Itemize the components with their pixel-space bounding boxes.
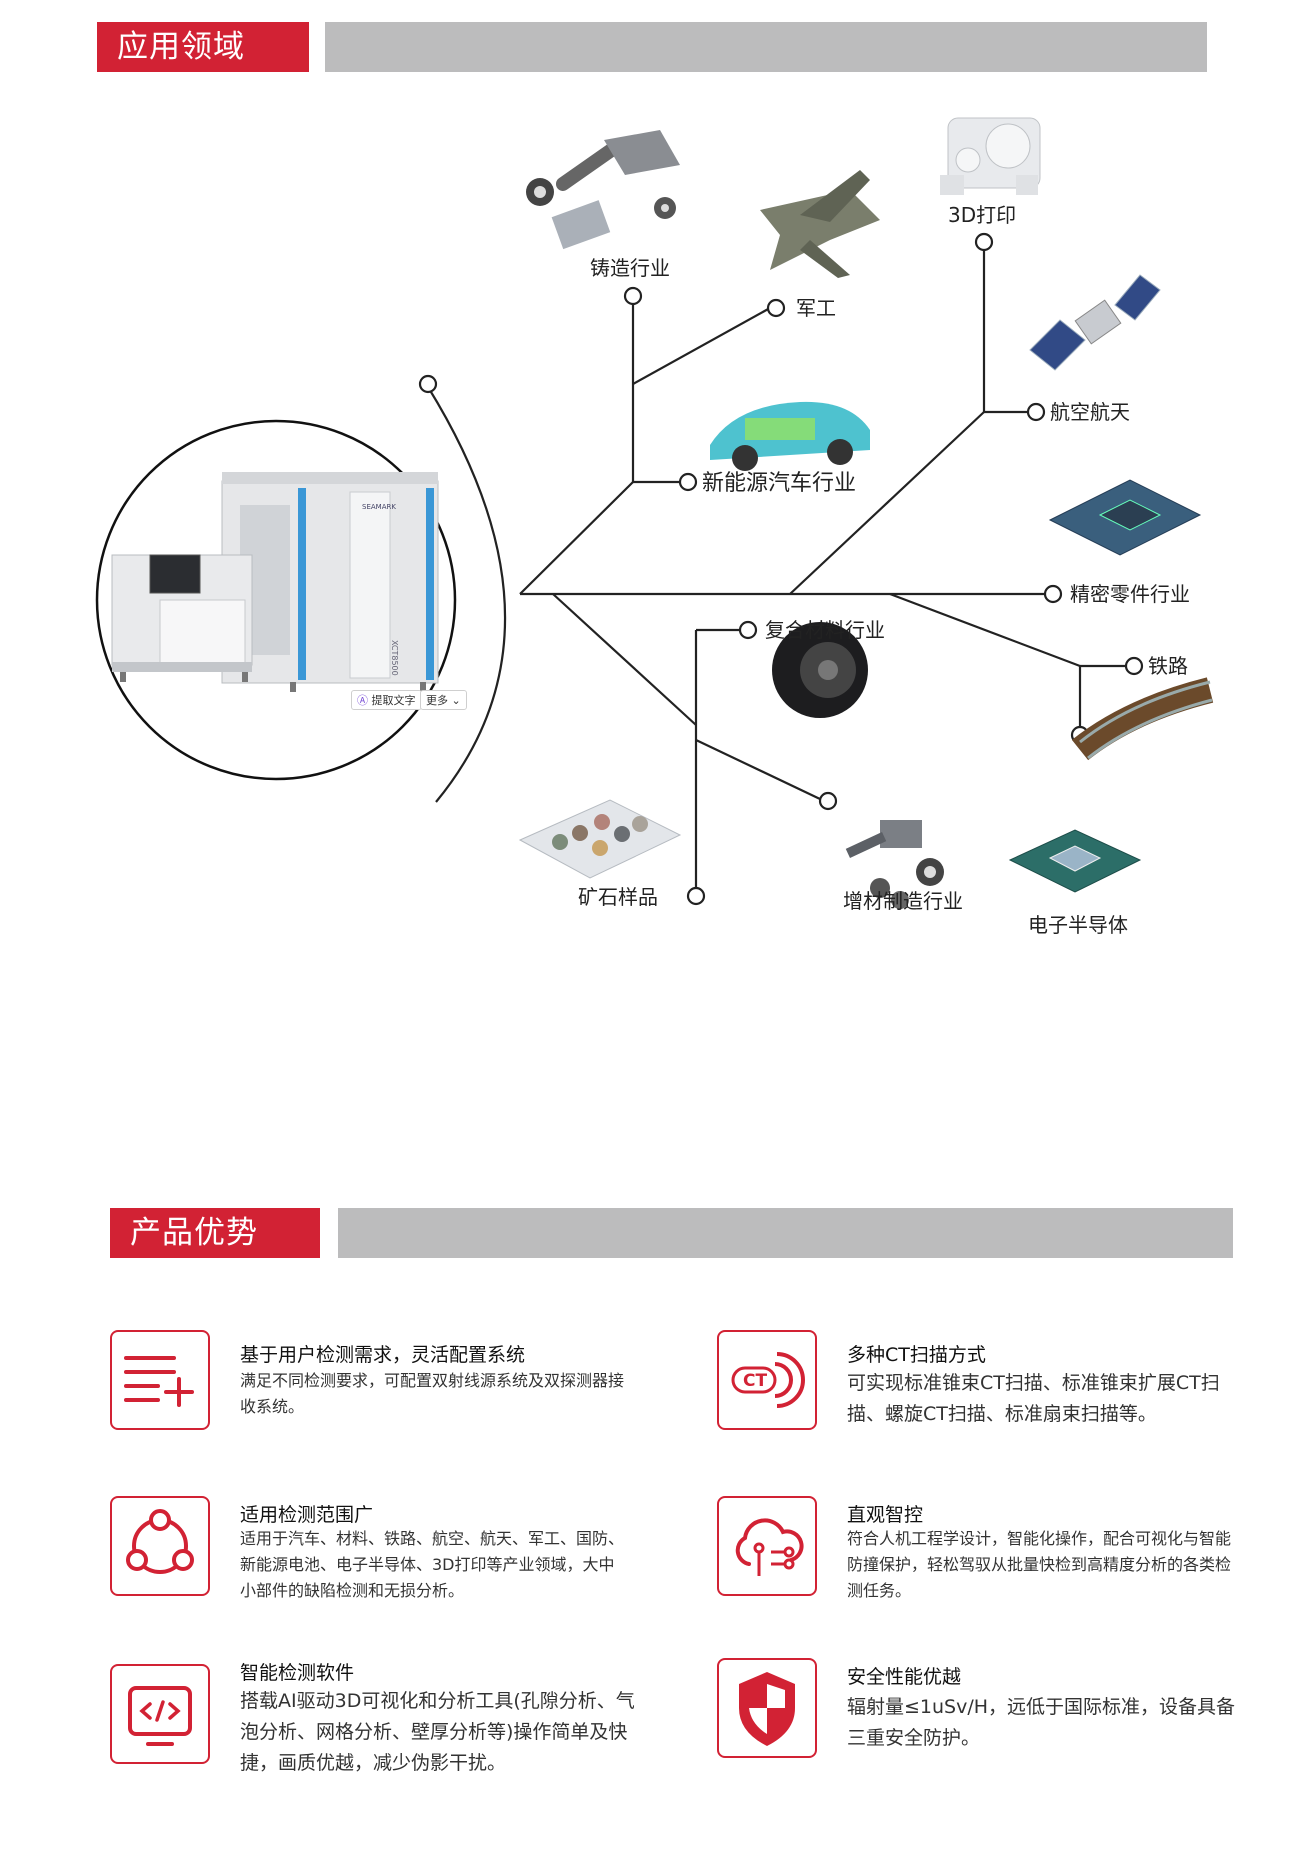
advantage-text: 符合人机工程学设计，智能化操作，配合可视化与智能防撞保护，轻松驾驭从批量快检到高…	[847, 1529, 1232, 1600]
node-military	[766, 298, 786, 318]
code-window-icon	[110, 1664, 210, 1764]
fighter-jet-icon	[760, 170, 880, 278]
node-composite	[738, 620, 758, 640]
node-casting	[623, 286, 643, 306]
chip-board-icon	[1048, 479, 1202, 556]
extract-text-icon: Ⓐ	[357, 694, 368, 707]
electric-car-icon	[710, 401, 870, 471]
3d-printed-part-icon	[940, 117, 1041, 195]
label-additive: 增材制造行业	[843, 889, 963, 913]
more-label: 更多	[426, 694, 448, 707]
application-diagram: SEAMARK XCT8500	[95, 117, 1214, 937]
share-network-icon	[110, 1496, 210, 1596]
machine-brand: SEAMARK	[362, 503, 396, 511]
shield-icon	[717, 1658, 817, 1758]
machine-model: XCT8500	[390, 640, 399, 676]
node-aerospace	[1026, 402, 1046, 422]
advantage-title: 多种CT扫描方式	[847, 1344, 986, 1366]
node-railway	[1124, 656, 1144, 676]
cloud-circuit-icon	[717, 1496, 817, 1596]
label-3dprint: 3D打印	[948, 203, 1016, 227]
advantage-text: 辐射量≤1uSv/H，远低于国际标准，设备具备三重安全防护。	[847, 1696, 1236, 1749]
extract-text-chip[interactable]: Ⓐ 提取文字	[351, 690, 422, 710]
arc-node	[418, 374, 438, 394]
label-casting: 铸造行业	[590, 256, 670, 280]
applications-header: 应用领域	[97, 22, 1207, 72]
additive-parts-icon	[845, 820, 944, 909]
arc-line	[427, 386, 507, 803]
label-military: 军工	[796, 296, 836, 320]
label-aerospace: 航空航天	[1050, 400, 1130, 424]
advantages-header: 产品优势	[110, 1208, 1233, 1258]
extract-text-label: 提取文字	[371, 694, 416, 707]
satellite-icon	[1029, 274, 1161, 371]
svg-text:CT: CT	[743, 1371, 767, 1391]
node-precision	[1043, 584, 1063, 604]
more-chip[interactable]: 更多 ⌄	[420, 690, 467, 710]
advantage-title: 安全性能优越	[847, 1666, 962, 1688]
label-composite: 复合材料行业	[765, 618, 885, 642]
node-ore	[686, 886, 706, 906]
applications-title: 应用领域	[97, 22, 309, 72]
chevron-down-icon: ⌄	[451, 694, 461, 707]
node-additive	[818, 791, 838, 811]
ct-scan-icon: CT	[717, 1330, 817, 1430]
label-semiconductor: 电子半导体	[1028, 913, 1128, 937]
advantage-title: 智能检测软件	[240, 1662, 355, 1684]
mineral-samples-icon	[518, 799, 682, 879]
advantage-title: 基于用户检测需求，灵活配置系统	[240, 1344, 526, 1366]
label-railway: 铁路	[1148, 654, 1188, 678]
applications-header-bar	[325, 22, 1207, 72]
advantage-text: 可实现标准锥束CT扫描、标准锥束扩展CT扫描、螺旋CT扫描、标准扇束扫描等。	[847, 1372, 1220, 1425]
label-precision: 精密零件行业	[1070, 582, 1190, 606]
advantage-text: 满足不同检测要求，可配置双射线源系统及双探测器接收系统。	[240, 1371, 625, 1416]
node-3dprint	[974, 232, 994, 252]
railway-track-icon	[1071, 677, 1214, 761]
advantages-header-bar	[338, 1208, 1233, 1258]
advantage-text: 搭载AI驱动3D可视化和分析工具(孔隙分析、气泡分析、网格分析、壁厚分析等)操作…	[240, 1690, 635, 1774]
list-add-icon	[110, 1330, 210, 1430]
casting-parts-icon	[526, 130, 680, 250]
tire-icon	[772, 622, 868, 718]
semiconductor-chip-icon	[1008, 829, 1142, 893]
node-nev	[678, 472, 698, 492]
label-nev: 新能源汽车行业	[702, 471, 856, 496]
machine-image: SEAMARK XCT8500	[95, 419, 457, 781]
advantage-title: 直观智控	[847, 1504, 924, 1526]
label-ore: 矿石样品	[578, 885, 658, 909]
advantage-text: 适用于汽车、材料、铁路、航空、航天、军工、国防、新能源电池、电子半导体、3D打印…	[240, 1529, 625, 1600]
advantages-title: 产品优势	[110, 1208, 320, 1258]
advantage-title: 适用检测范围广	[240, 1504, 374, 1526]
